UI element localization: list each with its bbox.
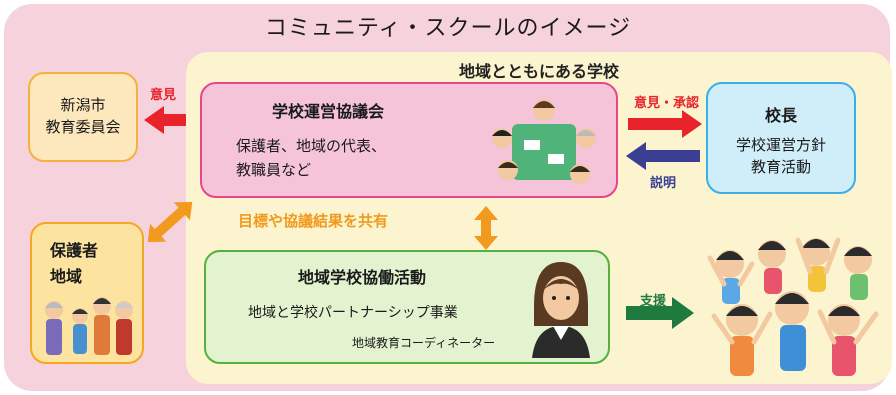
principal-items: 学校運営方針 教育活動 bbox=[708, 134, 854, 178]
support-arrow bbox=[626, 297, 694, 329]
niigata-line1: 新潟市 bbox=[60, 96, 106, 114]
activity-coordinator: 地域教育コーディネーター bbox=[352, 336, 496, 350]
support-label: 支援 bbox=[640, 294, 667, 309]
parents-labels: 保護者 地域 bbox=[50, 238, 98, 290]
children-cheering-illustration bbox=[707, 237, 879, 376]
explanation-label: 説明 bbox=[650, 176, 677, 191]
principal-box: 校長 学校運営方針 教育活動 bbox=[706, 82, 856, 194]
council-line1: 保護者、地域の代表、 bbox=[236, 137, 387, 155]
parents-link-arrow bbox=[147, 201, 193, 243]
council-box: 学校運営協議会 保護者、地域の代表、 教職員など bbox=[200, 82, 618, 198]
council-line2: 教職員など bbox=[236, 161, 312, 179]
opinion-approval-label: 意見・承認 bbox=[634, 96, 700, 111]
niigata-line2: 教育委員会 bbox=[45, 118, 121, 136]
council-members: 保護者、地域の代表、 教職員など bbox=[236, 134, 386, 182]
niigata-board-box: 新潟市 教育委員会 bbox=[28, 72, 138, 162]
community-school-activity-box: 地域学校協働活動 地域と学校パートナーシップ事業 地域教育コーディネーター bbox=[204, 250, 610, 364]
parents-community-box: 保護者 地域 bbox=[30, 222, 144, 364]
parents-line2: 地域 bbox=[50, 267, 83, 286]
share-arrow bbox=[474, 206, 498, 250]
principal-line1: 学校運営方針 bbox=[735, 136, 826, 154]
opinion-arrow bbox=[144, 106, 186, 134]
parents-line1: 保護者 bbox=[50, 241, 99, 260]
council-title: 学校運営協議会 bbox=[272, 102, 385, 121]
principal-line2: 教育活動 bbox=[750, 158, 811, 176]
activity-title: 地域学校協働活動 bbox=[298, 268, 427, 287]
coordinator-woman-illustration bbox=[532, 262, 590, 358]
family-illustration bbox=[45, 297, 133, 355]
council-meeting-illustration bbox=[492, 99, 596, 184]
share-label: 目標や協議結果を共有 bbox=[238, 212, 389, 230]
opinion-label: 意見 bbox=[150, 88, 177, 103]
activity-program: 地域と学校パートナーシップ事業 bbox=[248, 305, 458, 321]
principal-title: 校長 bbox=[764, 106, 797, 125]
school-region-title: 地域とともにある学校 bbox=[458, 62, 619, 81]
opinion-approval-arrow bbox=[628, 110, 702, 138]
page-title: コミュニティ・スクールのイメージ bbox=[264, 16, 632, 41]
explanation-arrow bbox=[626, 142, 700, 170]
